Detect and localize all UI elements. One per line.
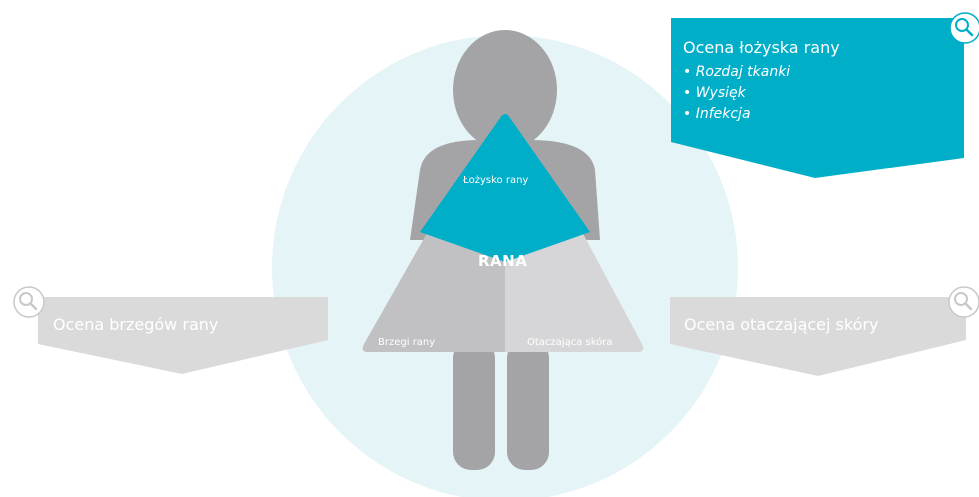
wound-bed-panel-shape [671,18,964,178]
figure-right-leg [507,340,549,470]
magnify-icon[interactable] [949,12,979,44]
surrounding-skin-label: Otaczająca skóra [527,337,613,348]
wound-bed-panel-title: Ocena łożyska rany [683,38,840,57]
magnify-icon[interactable] [948,286,979,318]
wound-bed-label: Łożysko rany [463,175,529,186]
bullet-item: • Infekcja [683,106,751,122]
wound-bed-panel[interactable]: Ocena łożyska rany • Rozdaj tkanki • Wys… [683,38,943,125]
figure-head [453,30,557,150]
wound-edges-region [362,228,505,352]
wound-edges-label: Brzegi rany [378,337,436,348]
bullet-item: • Wysięk [683,85,746,101]
wound-center-label: RANA [478,252,528,270]
wound-bed-bullet-list: • Rozdaj tkanki • Wysięk • Infekcja [683,62,943,125]
wound-edges-panel-shape [38,297,328,374]
bullet-item: • Rozdaj tkanki [683,64,791,80]
surrounding-skin-panel-title[interactable]: Ocena otaczającej skóry [684,315,879,334]
surrounding-skin-panel-shape [670,297,966,376]
wound-bed-region [420,114,590,262]
magnify-icon[interactable] [13,286,45,318]
figure-left-leg [453,340,495,470]
surrounding-skin-region [505,228,644,352]
wound-edges-panel-title[interactable]: Ocena brzegów rany [53,315,219,334]
